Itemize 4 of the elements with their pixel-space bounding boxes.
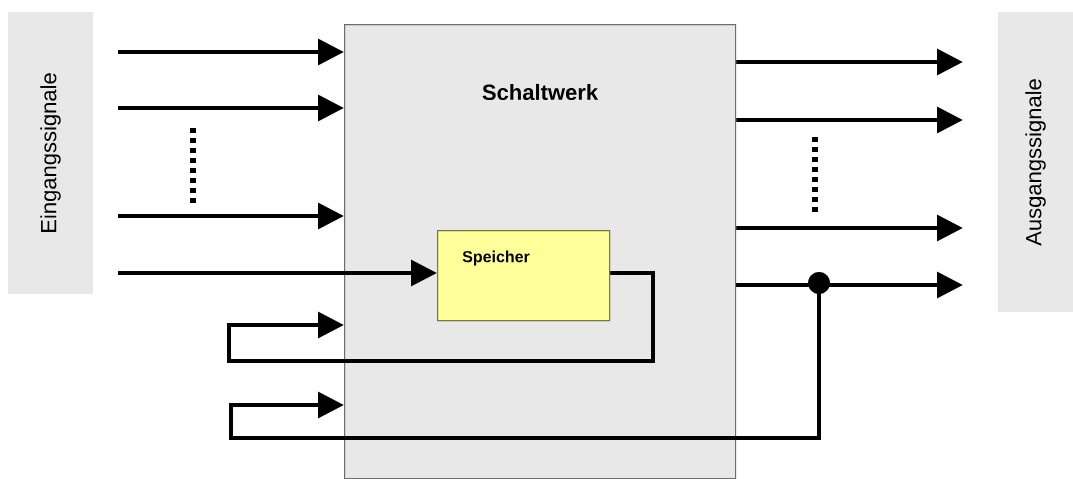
arrow: [227, 271, 655, 363]
signal-label: Eingangssignale: [8, 12, 93, 294]
signal-label: Ausgangssignale: [998, 12, 1073, 312]
memory-box: Speicher: [437, 230, 611, 322]
